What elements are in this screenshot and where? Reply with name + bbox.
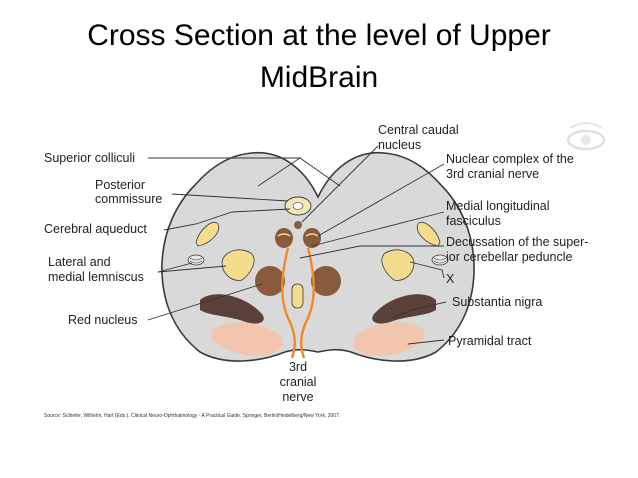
cerebral-aqueduct [284, 196, 312, 216]
slide-title-line-1: Cross Section at the level of Upper [87, 19, 551, 52]
red-nucleus-right [311, 266, 341, 296]
label-red-nucleus: Red nucleus [68, 313, 138, 327]
x-tract-nucleus [291, 283, 304, 309]
pyramidal-tract-right [353, 322, 424, 356]
label-decussation-line-2: ior cerebellar peduncle [446, 250, 573, 264]
leader-lines [147, 145, 447, 345]
label-third-nerve-line-2: cranial [280, 375, 317, 389]
superior-colliculus-nucleus-left [195, 221, 220, 247]
oculomotor-nuclear-complex [275, 228, 321, 248]
third-cranial-nerve-fibers [281, 247, 315, 359]
leader-cerebral-aqueduct [163, 208, 291, 231]
red-nucleus-left [255, 266, 285, 296]
leader-medial-longitudinal [311, 211, 445, 247]
label-medial-longitudinal-line-2: fasciculus [446, 214, 501, 228]
leader-x [409, 261, 445, 279]
medial-lemniscus-right [381, 249, 415, 281]
label-posterior-commissure-line-2: commissure [95, 192, 162, 206]
label-third-nerve-line-3: nerve [282, 390, 313, 404]
leader-nuclear-complex [317, 163, 445, 237]
label-nuclear-complex-line-2: 3rd cranial nerve [446, 167, 539, 181]
substantia-nigra-left [200, 294, 264, 324]
substantia-nigra-right [372, 294, 436, 324]
leader-red-nucleus [147, 283, 263, 321]
label-posterior-commissure-line-1: Posterior [95, 178, 145, 192]
label-medial-longitudinal-line-1: Medial longitudinal [446, 199, 550, 213]
label-third-nerve-line-1: 3rd [289, 360, 307, 374]
leader-lateral-medial-lemniscus [157, 262, 227, 273]
leader-decussation [299, 245, 444, 259]
label-cerebral-aqueduct: Cerebral aqueduct [44, 222, 147, 236]
label-x: X [446, 272, 455, 286]
leader-superior-colliculi [148, 157, 341, 187]
leader-posterior-commissure [171, 193, 289, 202]
label-lateral-medial-lemniscus-line-2: medial lemniscus [48, 270, 144, 284]
label-superior-colliculi: Superior colliculi [44, 151, 135, 165]
leader-central-caudal-nucleus [301, 145, 379, 223]
leader-substantia-nigra [391, 301, 447, 319]
label-pyramidal-tract: Pyramidal tract [448, 334, 532, 348]
superior-colliculus-nucleus-right [416, 221, 441, 247]
label-substantia-nigra: Substantia nigra [452, 295, 542, 309]
pyramidal-tract-left [212, 322, 283, 356]
central-caudal-nucleus [294, 221, 302, 229]
source-citation: Source: Schiefer, Wilhelm, Hart (Eds.). … [44, 413, 340, 419]
label-central-caudal-nucleus-line-2: nucleus [378, 138, 421, 152]
lateral-lemniscus-right [431, 254, 449, 266]
label-decussation-line-1: Decussation of the super- [446, 235, 588, 249]
label-central-caudal-nucleus-line-1: Central caudal [378, 123, 459, 137]
label-lateral-medial-lemniscus-line-1: Lateral and [48, 255, 111, 269]
midbrain-section-outline [161, 151, 475, 362]
leader-pyramidal-tract [407, 339, 445, 345]
lateral-lemniscus-left [187, 254, 205, 266]
eye-watermark-icon [566, 122, 606, 151]
label-nuclear-complex-line-1: Nuclear complex of the [446, 152, 574, 166]
medial-lemniscus-left [221, 249, 255, 281]
slide-title-line-2: MidBrain [259, 61, 379, 94]
